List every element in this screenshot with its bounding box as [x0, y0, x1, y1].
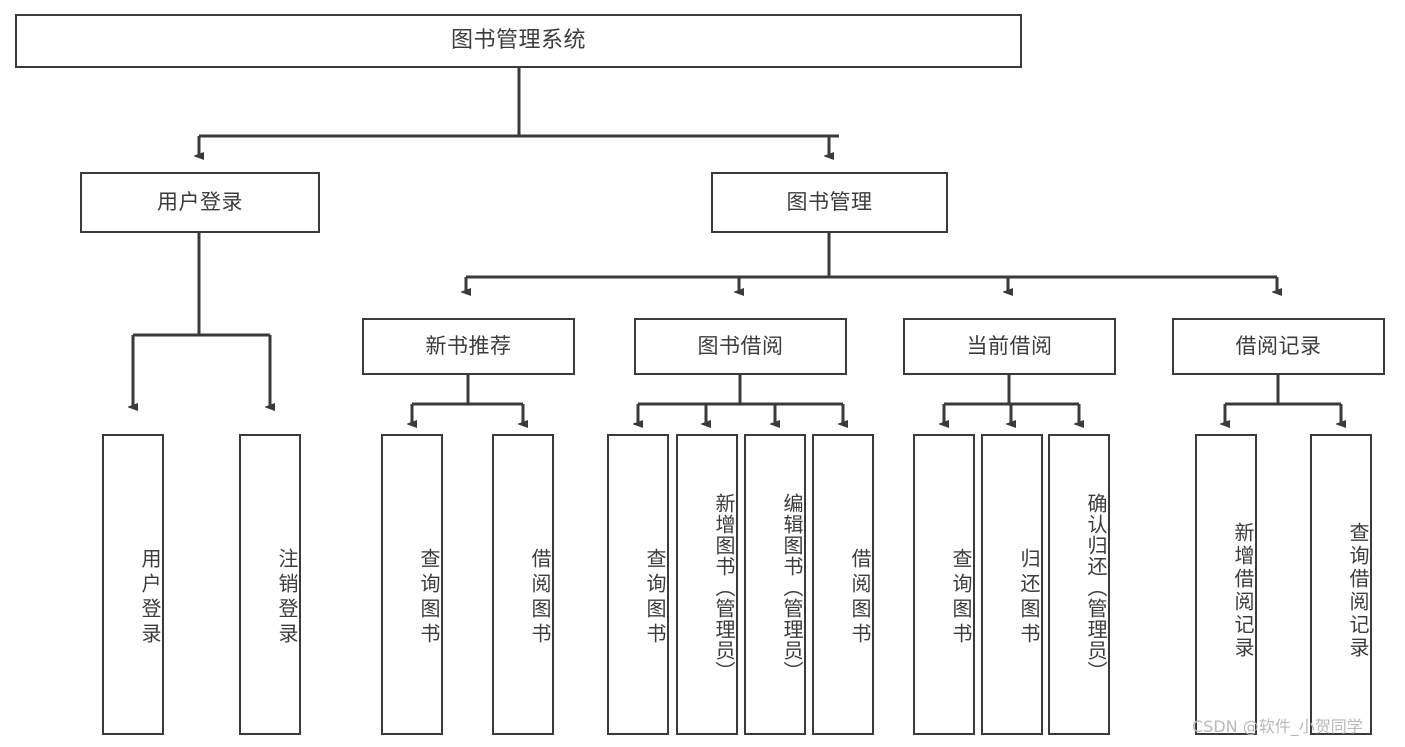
node-leaf-query-book-new[interactable]: 查询图书 [381, 434, 443, 735]
node-leaf-query-borrow-record[interactable]: 查询借阅记录 [1310, 434, 1372, 735]
node-leaf-user-login[interactable]: 用户登录 [102, 434, 164, 735]
node-leaf-edit-book-admin[interactable]: 编辑图书（管理员） [744, 434, 806, 735]
node-book-management[interactable]: 图书管理 [711, 172, 948, 233]
node-label: 借阅图书 [528, 547, 552, 648]
node-label: 查询借阅记录 [1346, 521, 1370, 660]
node-label: 借阅记录 [1235, 334, 1322, 359]
node-leaf-logout[interactable]: 注销登录 [239, 434, 301, 735]
node-label: 注销登录 [275, 547, 299, 648]
node-label: 查询图书 [643, 547, 667, 648]
node-leaf-borrow-book[interactable]: 借阅图书 [812, 434, 874, 735]
node-leaf-query-book-borrow[interactable]: 查询图书 [607, 434, 669, 735]
node-book-borrow[interactable]: 图书借阅 [634, 318, 847, 375]
node-new-book-recommend[interactable]: 新书推荐 [362, 318, 575, 375]
node-leaf-add-book-admin[interactable]: 新增图书（管理员） [676, 434, 738, 735]
node-borrow-record[interactable]: 借阅记录 [1172, 318, 1385, 375]
node-leaf-confirm-return-admin[interactable]: 确认归还（管理员） [1048, 434, 1110, 735]
node-leaf-return-book[interactable]: 归还图书 [981, 434, 1043, 735]
node-label: 图书借阅 [697, 334, 784, 359]
node-label: 新增借阅记录 [1231, 521, 1255, 660]
node-label: 确认归还（管理员） [1084, 493, 1108, 682]
node-root-system[interactable]: 图书管理系统 [15, 14, 1022, 68]
node-label: 借阅图书 [848, 547, 872, 648]
node-leaf-borrow-book-new[interactable]: 借阅图书 [492, 434, 554, 735]
node-label: 查询图书 [417, 547, 441, 648]
node-user-login[interactable]: 用户登录 [80, 172, 320, 233]
node-leaf-query-book-current[interactable]: 查询图书 [913, 434, 975, 735]
node-label: 归还图书 [1017, 547, 1041, 648]
node-label: 当前借阅 [966, 334, 1053, 359]
node-label: 新增图书（管理员） [712, 493, 736, 682]
node-label: 用户登录 [157, 190, 243, 215]
node-label: 查询图书 [949, 547, 973, 648]
node-label: 新书推荐 [425, 334, 512, 359]
node-leaf-add-borrow-record[interactable]: 新增借阅记录 [1195, 434, 1257, 735]
watermark-text: CSDN @软件_小贺同学 [1192, 717, 1363, 736]
node-label: 图书管理 [786, 190, 873, 215]
node-current-borrow[interactable]: 当前借阅 [903, 318, 1116, 375]
node-label: 编辑图书（管理员） [780, 493, 804, 682]
node-label: 用户登录 [138, 547, 162, 648]
node-label: 图书管理系统 [450, 28, 586, 54]
